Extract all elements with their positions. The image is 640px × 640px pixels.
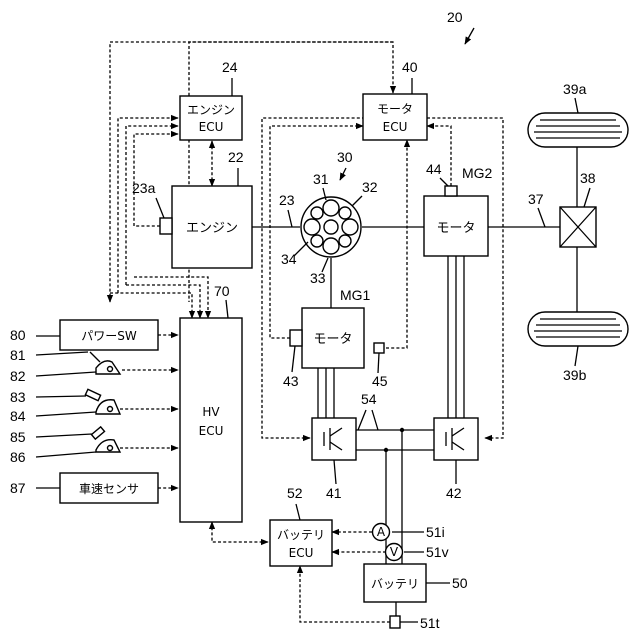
svg-text:バッテリ: バッテリ	[371, 577, 419, 591]
svg-text:33: 33	[310, 270, 326, 286]
svg-text:38: 38	[580, 170, 596, 186]
svg-text:モータ: モータ	[377, 102, 413, 116]
svg-text:85: 85	[10, 429, 26, 445]
svg-text:70: 70	[214, 283, 230, 299]
vehicle-speed-sensor: 車速センサ 87	[10, 473, 158, 503]
svg-text:87: 87	[10, 480, 26, 496]
svg-text:ECU: ECU	[289, 546, 314, 560]
figure-number: 20	[447, 9, 463, 25]
svg-text:34: 34	[281, 251, 297, 267]
svg-text:52: 52	[287, 485, 303, 501]
svg-text:31: 31	[313, 171, 329, 187]
current-sensor: A 51i	[373, 524, 445, 541]
accelerator-pedal: 83 84	[10, 389, 120, 424]
mg1-temp-45	[374, 343, 384, 353]
engine-ecu: エンジン ECU 24	[180, 59, 242, 140]
svg-text:41: 41	[326, 485, 342, 501]
ref-engine-ecu: 24	[222, 59, 238, 75]
engine: エンジン 22 23a	[132, 149, 252, 268]
svg-text:39a: 39a	[563, 81, 587, 97]
motor-ecu: モータ ECU 40	[363, 59, 427, 140]
svg-text:ECU: ECU	[383, 120, 408, 134]
svg-text:45: 45	[372, 373, 388, 389]
ref-crankshaft: 23	[279, 192, 295, 208]
svg-text:42: 42	[446, 485, 462, 501]
svg-text:83: 83	[10, 389, 26, 405]
figure-arrow	[465, 28, 474, 44]
svg-text:A: A	[377, 525, 386, 539]
svg-text:ECU: ECU	[199, 120, 224, 134]
svg-text:80: 80	[10, 327, 26, 343]
ref-motor-ecu: 40	[402, 59, 418, 75]
svg-text:39b: 39b	[563, 367, 587, 383]
svg-text:パワーSW: パワーSW	[81, 329, 137, 343]
differential-gear: 38	[560, 170, 596, 247]
wheel-bottom: 39b	[528, 312, 628, 383]
battery-ecu: バッテリ ECU 52	[270, 485, 332, 566]
mg2-sensor-44	[445, 186, 457, 196]
svg-text:32: 32	[362, 179, 378, 195]
svg-text:エンジン: エンジン	[187, 103, 235, 117]
svg-text:44: 44	[426, 161, 442, 177]
svg-text:エンジン: エンジン	[186, 221, 238, 236]
svg-text:車速センサ: 車速センサ	[79, 482, 139, 496]
svg-text:50: 50	[452, 575, 468, 591]
ref-engine: 22	[228, 149, 244, 165]
svg-text:82: 82	[10, 368, 26, 384]
wheel-top: 39a	[528, 81, 628, 147]
shift-lever: 81 82	[10, 347, 120, 384]
inverter-42: 42	[434, 418, 478, 501]
svg-text:V: V	[390, 545, 399, 559]
battery-temp-sensor: 51t	[390, 615, 440, 631]
voltage-sensor: V 51v	[386, 544, 449, 561]
svg-text:MG2: MG2	[462, 165, 493, 181]
svg-text:43: 43	[283, 373, 299, 389]
battery: バッテリ 50	[364, 564, 468, 602]
power-switch: パワーSW 80	[10, 320, 158, 350]
engine-sensor-23a	[160, 218, 172, 234]
ref-power-line: 54	[361, 391, 377, 407]
svg-text:バッテリ: バッテリ	[277, 528, 325, 542]
inverter-41: 41	[312, 418, 356, 501]
svg-text:84: 84	[10, 408, 26, 424]
hv-ecu: HV ECU 70	[180, 283, 242, 522]
svg-text:HV: HV	[202, 405, 220, 419]
svg-text:51v: 51v	[426, 544, 449, 560]
svg-text:ECU: ECU	[199, 424, 224, 438]
svg-text:モータ: モータ	[436, 221, 475, 236]
brake-pedal: 85 86	[10, 427, 120, 465]
planetary-gear: 30 31 32 34 33	[281, 149, 378, 286]
svg-text:51i: 51i	[426, 524, 445, 540]
mg1-motor: モータ MG1 43 45	[283, 287, 388, 389]
svg-text:モータ: モータ	[313, 332, 352, 347]
svg-text:30: 30	[337, 149, 353, 165]
mg1-sensor-43	[290, 330, 302, 346]
svg-text:86: 86	[10, 449, 26, 465]
mg2-motor: モータ MG2 44	[424, 161, 493, 256]
svg-text:MG1: MG1	[340, 287, 371, 303]
ref-drive-shaft: 37	[528, 191, 544, 207]
ref-23a: 23a	[132, 180, 156, 196]
svg-text:51t: 51t	[420, 615, 440, 631]
svg-text:81: 81	[10, 347, 26, 363]
